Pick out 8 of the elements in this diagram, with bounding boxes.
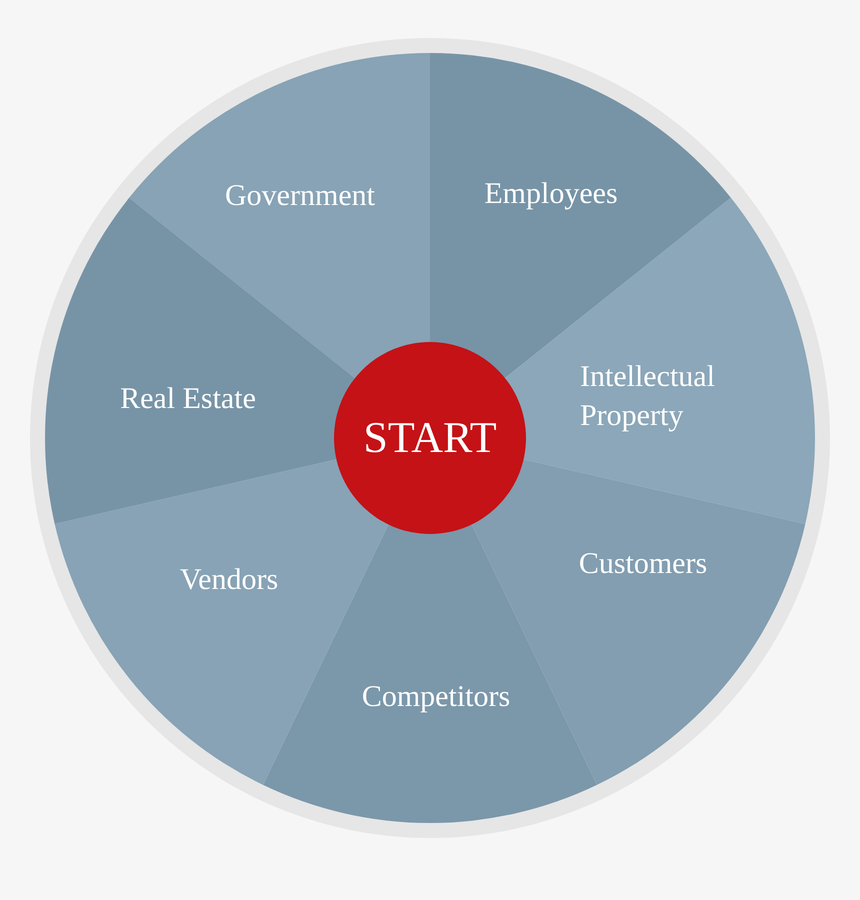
- segment-label: Customers: [578, 546, 708, 582]
- segment-label: Vendors: [180, 562, 278, 598]
- segment-label: Government: [225, 178, 375, 214]
- segment-label: Competitors: [362, 678, 510, 714]
- start-label: START: [363, 412, 497, 464]
- segment-label: Real Estate: [120, 380, 256, 416]
- segment-label: Employees: [484, 176, 618, 212]
- segment-label: Intellectual Property: [580, 359, 716, 434]
